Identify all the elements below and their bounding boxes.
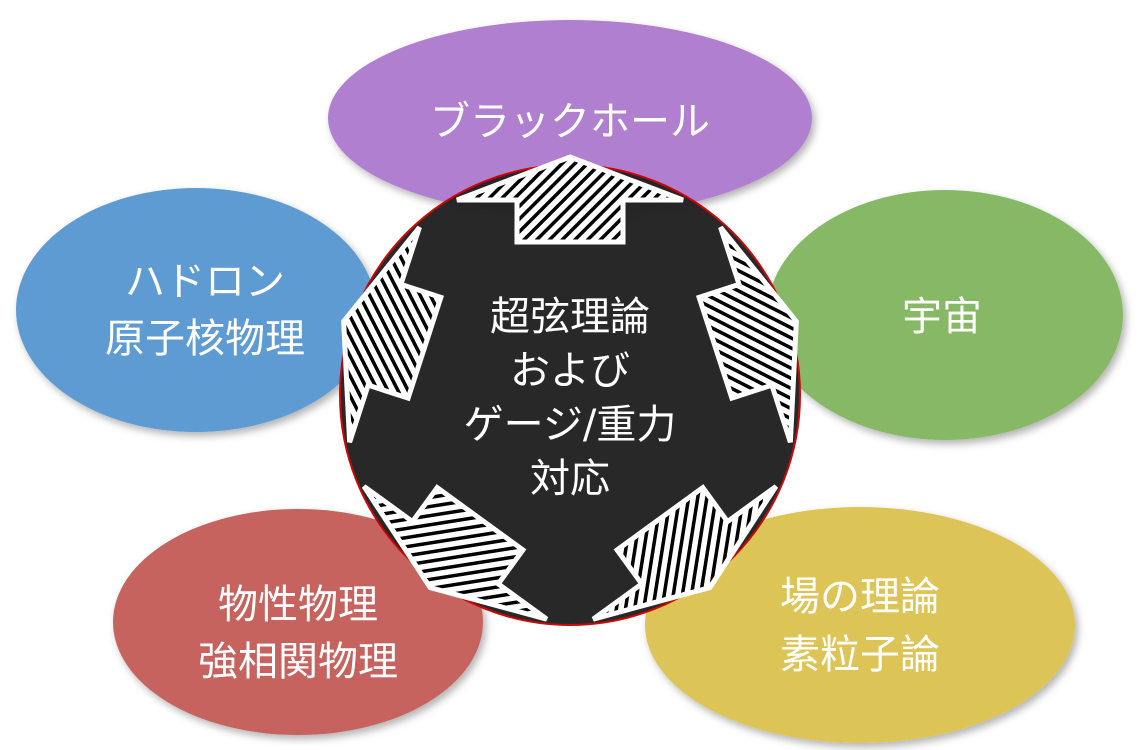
label-black-hole: ブラックホール bbox=[430, 99, 710, 145]
center-line-3: ゲージ/重力 bbox=[464, 402, 677, 448]
label-cosmology: 宇宙 bbox=[902, 294, 982, 340]
label-condensed-2: 強相関物理 bbox=[198, 639, 398, 685]
arrow-to-condensed-matter bbox=[361, 484, 549, 622]
arrow-to-field-theory bbox=[591, 484, 779, 622]
center-line-4: 対応 bbox=[530, 456, 610, 502]
ellipse-condensed-matter bbox=[113, 509, 483, 735]
label-condensed-1: 物性物理 bbox=[218, 582, 378, 628]
center-line-1: 超弦理論 bbox=[490, 294, 650, 340]
arrow-to-black-hole bbox=[456, 154, 684, 245]
arrow-to-hadron bbox=[341, 225, 445, 443]
label-hadron-2: 原子核物理 bbox=[105, 316, 305, 362]
ellipse-black-hole bbox=[328, 20, 812, 216]
ellipse-cosmology bbox=[767, 190, 1123, 440]
label-hadron-1: ハドロン bbox=[125, 259, 285, 305]
ellipse-hadron bbox=[16, 188, 376, 432]
arrows-group bbox=[341, 154, 799, 622]
label-field-theory-2: 素粒子論 bbox=[780, 632, 940, 678]
ellipse-field-theory bbox=[645, 507, 1075, 743]
label-field-theory-1: 場の理論 bbox=[780, 574, 940, 620]
center-line-2: および bbox=[510, 348, 630, 394]
arrow-to-cosmology bbox=[695, 225, 799, 443]
